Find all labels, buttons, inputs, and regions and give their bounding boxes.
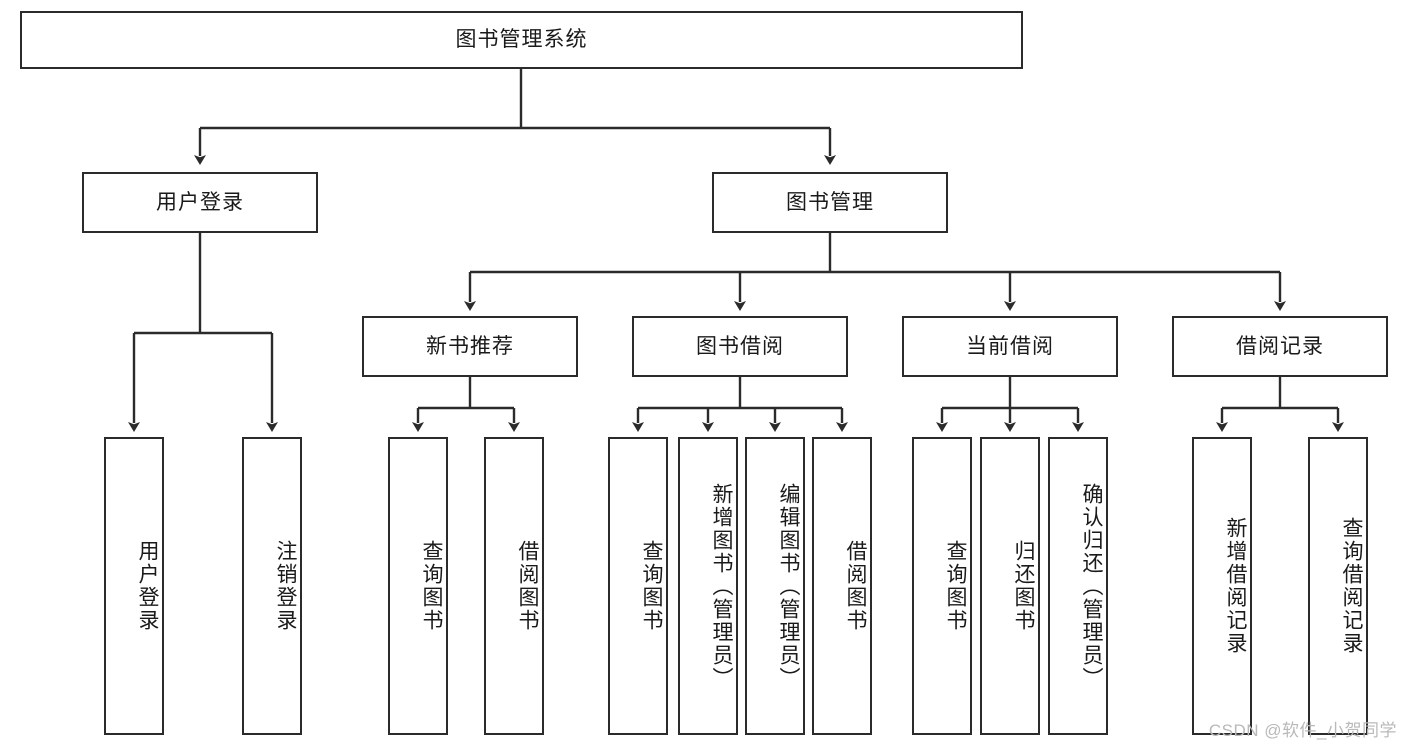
leaf-confirm-return-admin[interactable]: 确认归还（管理员）	[1048, 437, 1108, 735]
node-label: 注销登录	[274, 540, 297, 632]
node-current-borrowing[interactable]: 当前借阅	[902, 316, 1118, 377]
node-label: 借阅记录	[1236, 334, 1324, 358]
node-label: 当前借阅	[966, 334, 1054, 358]
node-user-login[interactable]: 用户登录	[82, 172, 318, 233]
node-label: 新书推荐	[426, 334, 514, 358]
node-label: 图书管理系统	[455, 28, 588, 52]
leaf-add-book-admin[interactable]: 新增图书（管理员）	[678, 437, 738, 735]
node-label: 图书借阅	[696, 334, 784, 358]
leaf-query-book-new-rec[interactable]: 查询图书	[388, 437, 448, 735]
node-label: 新增图书（管理员）	[710, 482, 733, 690]
node-label: 查询图书	[420, 540, 443, 632]
node-label: 用户登录	[156, 190, 244, 214]
node-label: 查询图书	[944, 540, 967, 632]
node-label: 图书管理	[786, 190, 874, 214]
node-label: 借阅图书	[516, 540, 539, 632]
leaf-add-borrow-record[interactable]: 新增借阅记录	[1192, 437, 1252, 735]
leaf-logout[interactable]: 注销登录	[242, 437, 302, 735]
node-label: 查询借阅记录	[1340, 517, 1363, 655]
leaf-query-borrow-record[interactable]: 查询借阅记录	[1308, 437, 1368, 735]
leaf-user-login[interactable]: 用户登录	[104, 437, 164, 735]
node-label: 查询图书	[640, 540, 663, 632]
leaf-borrow-book-new-rec[interactable]: 借阅图书	[484, 437, 544, 735]
node-borrowing-records[interactable]: 借阅记录	[1172, 316, 1388, 377]
node-label: 新增借阅记录	[1224, 517, 1247, 655]
leaf-query-book-current[interactable]: 查询图书	[912, 437, 972, 735]
node-label: 确认归还（管理员）	[1080, 482, 1103, 690]
node-book-borrowing[interactable]: 图书借阅	[632, 316, 848, 377]
leaf-borrow-book-borrow[interactable]: 借阅图书	[812, 437, 872, 735]
leaf-edit-book-admin[interactable]: 编辑图书（管理员）	[745, 437, 805, 735]
node-root-book-management-system[interactable]: 图书管理系统	[20, 11, 1023, 69]
leaf-return-book[interactable]: 归还图书	[980, 437, 1040, 735]
leaf-query-book-borrow[interactable]: 查询图书	[608, 437, 668, 735]
node-label: 借阅图书	[844, 540, 867, 632]
node-label: 用户登录	[136, 540, 159, 632]
node-label: 归还图书	[1012, 540, 1035, 632]
node-book-management[interactable]: 图书管理	[712, 172, 948, 233]
node-label: 编辑图书（管理员）	[777, 482, 800, 690]
csdn-watermark: CSDN @软件_小贺同学	[1208, 721, 1397, 740]
node-new-book-recommendation[interactable]: 新书推荐	[362, 316, 578, 377]
